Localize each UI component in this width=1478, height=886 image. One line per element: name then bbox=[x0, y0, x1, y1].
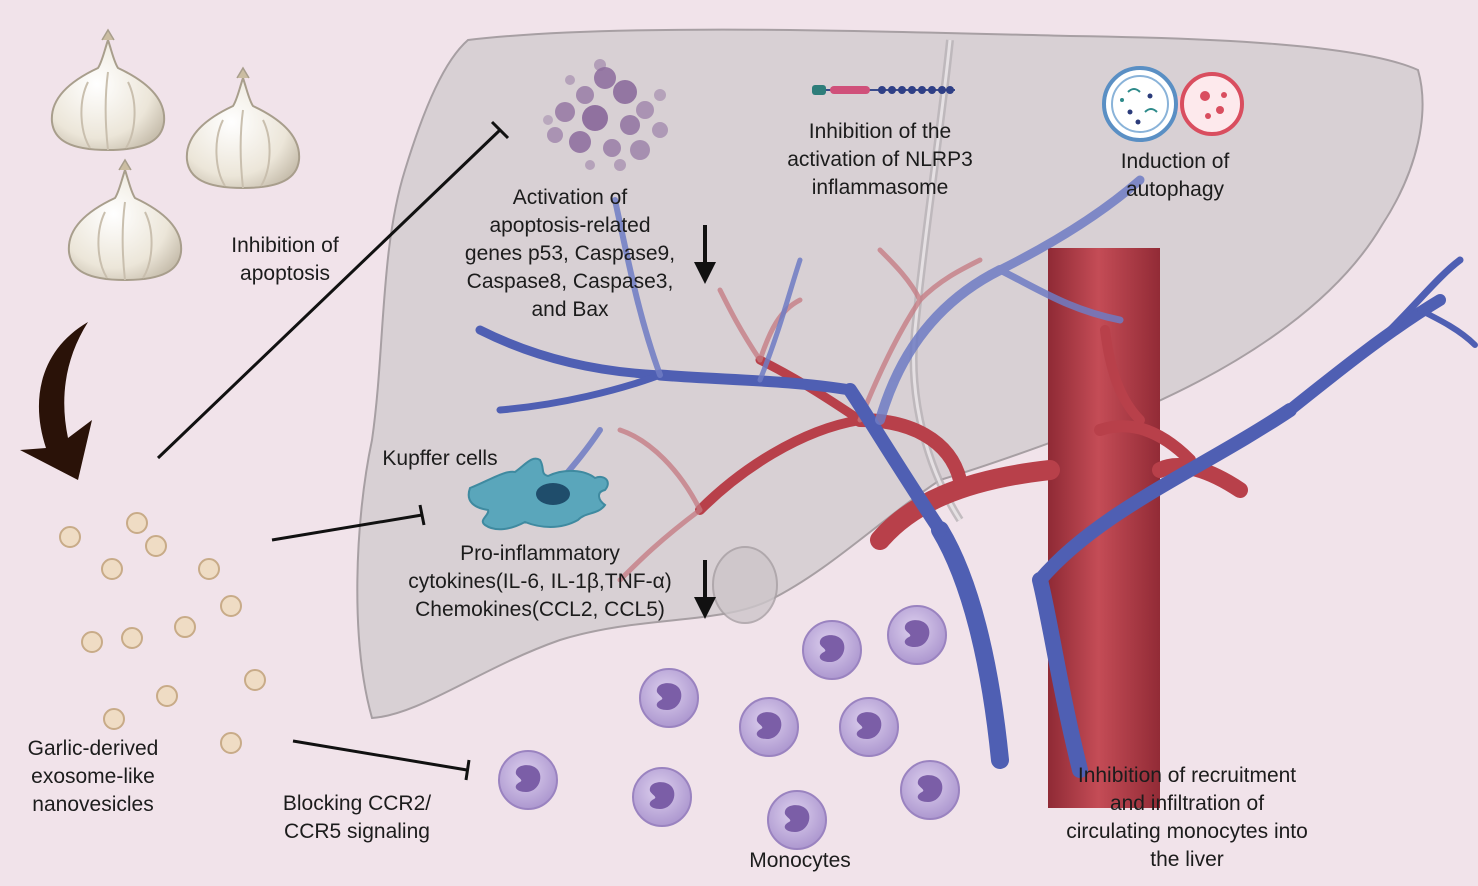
liver-organ bbox=[356, 28, 1424, 720]
down-arrow-icon bbox=[694, 225, 716, 619]
label-line: inflammasome bbox=[811, 176, 949, 199]
curved-arrow-icon bbox=[20, 322, 92, 480]
label-line: and Bax bbox=[531, 298, 609, 321]
label-line: Activation of bbox=[512, 186, 628, 209]
monocyte-icon bbox=[498, 605, 960, 850]
label-line: Pro-inflammatory bbox=[460, 542, 620, 565]
hepatic-artery bbox=[695, 325, 1248, 550]
inhibition-arrow-icon bbox=[156, 120, 510, 781]
label-line: Chemokines(CCL2, CCL5) bbox=[415, 598, 665, 621]
nlrp3-label: Inhibition of the activation of NLRP3 in… bbox=[770, 118, 990, 202]
garlic-bulb-icon bbox=[50, 28, 301, 282]
label-line: circulating monocytes into bbox=[1066, 820, 1308, 843]
label-line: Caspase8, Caspase3, bbox=[466, 270, 674, 293]
ccr-signaling-label: Blocking CCR2/ CCR5 signaling bbox=[262, 790, 452, 846]
label-line: Kupffer cells bbox=[382, 447, 498, 470]
dna-strand-icon bbox=[812, 85, 955, 95]
label-line: genes p53, Caspase9, bbox=[464, 242, 676, 265]
label-line: cytokines(IL-6, IL-1β,TNF-α) bbox=[408, 570, 672, 593]
gallbladder bbox=[712, 546, 778, 624]
label-line: and infiltration of bbox=[1109, 792, 1265, 815]
label-line: Inhibition of the bbox=[808, 120, 952, 143]
cytokines-label: Pro-inflammatory cytokines(IL-6, IL-1β,T… bbox=[375, 540, 705, 624]
label-line: CCR5 signaling bbox=[284, 820, 430, 843]
label-line: nanovesicles bbox=[32, 793, 154, 816]
autophagy-label: Induction of autophagy bbox=[1090, 148, 1260, 204]
label-line: Inhibition of bbox=[231, 234, 339, 257]
portal-vein bbox=[475, 256, 1478, 778]
liver-internal-arteries bbox=[617, 247, 983, 583]
label-line: autophagy bbox=[1125, 178, 1225, 201]
label-line: Garlic-derived bbox=[27, 737, 159, 760]
nanovesicle-icon bbox=[59, 512, 266, 754]
label-line: Inhibition of recruitment bbox=[1077, 764, 1297, 787]
label-line: Blocking CCR2/ bbox=[282, 792, 432, 815]
label-line: the liver bbox=[1150, 848, 1224, 871]
label-line: exosome-like bbox=[31, 765, 155, 788]
label-line: Monocytes bbox=[749, 849, 851, 872]
nanovesicles-label: Garlic-derived exosome-like nanovesicles bbox=[8, 735, 178, 819]
inhibition-of-apoptosis-label: Inhibition of apoptosis bbox=[205, 232, 365, 288]
kupffer-cells-label: Kupffer cells bbox=[362, 445, 518, 473]
label-line: activation of NLRP3 bbox=[787, 148, 973, 171]
apoptotic-cell-icon bbox=[543, 59, 668, 171]
autophagosome-icon bbox=[1102, 66, 1244, 142]
kupffer-cell-icon bbox=[467, 457, 609, 531]
apoptosis-genes-label: Activation of apoptosis-related genes p5… bbox=[445, 184, 695, 324]
recruitment-label: Inhibition of recruitment and infiltrati… bbox=[1032, 762, 1342, 874]
label-line: Induction of bbox=[1120, 150, 1230, 173]
liver-lobe-divide-highlight bbox=[912, 39, 962, 521]
monocytes-label: Monocytes bbox=[730, 847, 870, 875]
label-line: apoptosis-related bbox=[489, 214, 651, 237]
label-line: apoptosis bbox=[240, 262, 330, 285]
